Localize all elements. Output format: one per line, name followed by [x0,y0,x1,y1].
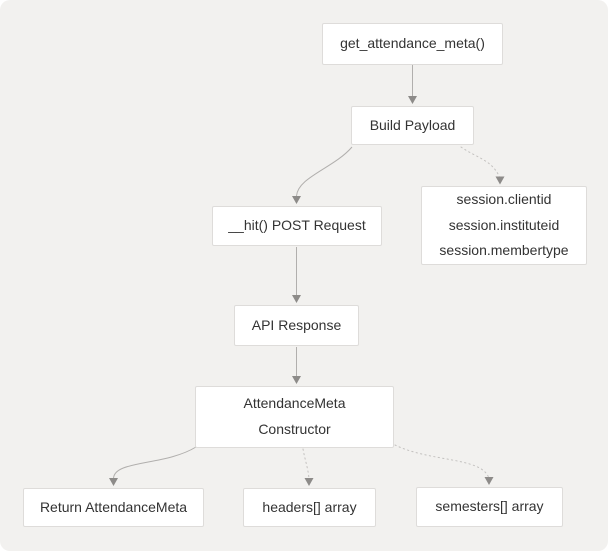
node-api-response: API Response [234,305,359,346]
node-attendance-meta-constructor: AttendanceMeta Constructor [195,386,394,448]
arrow-down-icon [292,196,301,204]
node-label-line: session.clientid [456,190,552,207]
edge-constructor-to-semesters-array [394,444,494,485]
edge-constructor-to-return-attendance-meta [109,446,197,486]
node-get-attendance-meta: get_attendance_meta() [322,23,503,65]
node-label-line: AttendanceMeta [243,395,346,412]
edge-build-payload-to-session-fields [460,146,505,185]
arrow-down-icon [292,376,301,384]
edge-get-attendance-meta-to-build-payload [408,65,417,104]
node-label: headers[] array [262,498,357,515]
arrow-down-icon [484,477,494,485]
arrow-down-icon [408,96,417,104]
edge-api-response-to-attendance-meta-constructor [292,347,301,384]
node-label: __hit() POST Request [228,217,366,234]
arrow-down-icon [292,295,301,303]
node-label-line: session.instituteid [448,216,560,233]
node-semesters-array: semesters[] array [416,487,563,527]
node-label: semesters[] array [435,498,544,515]
arrow-down-icon [109,478,118,486]
edge-build-payload-to-hit-post-request [292,146,353,204]
node-headers-array: headers[] array [243,488,376,527]
arrow-down-icon [304,478,314,486]
node-label-line: session.membertype [439,242,569,259]
node-label: API Response [251,316,342,333]
node-label: Build Payload [369,116,456,133]
node-label: Return AttendanceMeta [39,498,188,515]
node-label: get_attendance_meta() [340,35,485,52]
node-hit-post-request: __hit() POST Request [212,206,382,246]
node-label-line: Constructor [258,421,331,437]
edge-hit-post-request-to-api-response [292,247,301,303]
node-build-payload: Build Payload [351,106,474,145]
node-session-fields: session.clientid session.instituteid ses… [421,186,587,265]
edge-constructor-to-headers-array [302,448,314,486]
arrow-down-icon [495,176,505,185]
node-return-attendance-meta: Return AttendanceMeta [23,488,204,527]
